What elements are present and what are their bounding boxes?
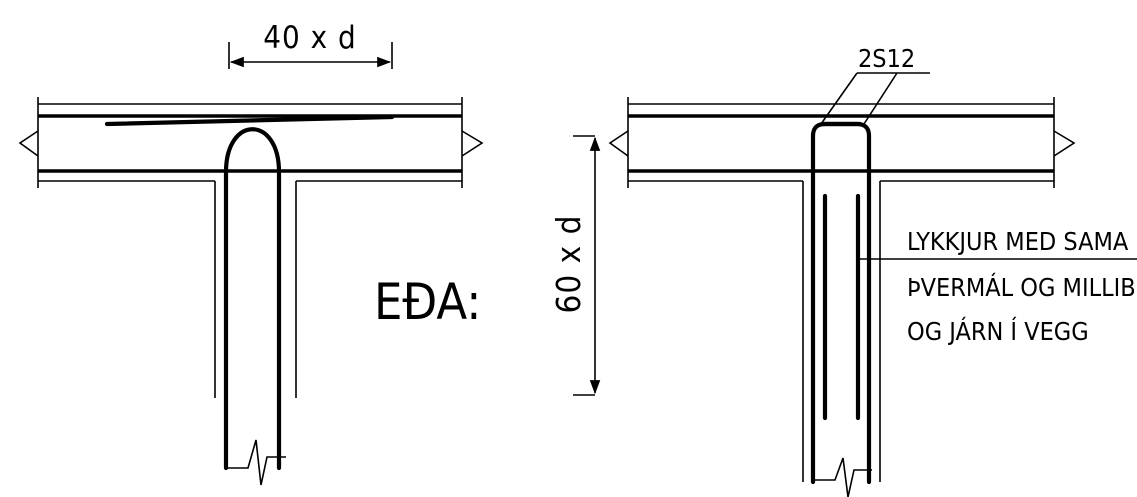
left-detail: 40 x d: [18, 20, 484, 486]
right-detail: 2S12 60 x d LYKKJUR MED SAMA ÞVERMÁL OG …: [549, 44, 1137, 497]
left-dimension-label: 40 x d: [263, 20, 356, 56]
callout-leader-1: [820, 72, 858, 125]
left-lap-bar: [104, 114, 395, 127]
left-break-symbol-left: [18, 130, 39, 157]
right-dimension-label: 60 x d: [549, 214, 588, 313]
left-break-symbol-right: [461, 130, 484, 157]
left-wall-break-symbol: [228, 439, 286, 486]
right-break-symbol-left: [608, 130, 629, 157]
right-wall-break-symbol: [815, 457, 872, 497]
note-line-3: OG JÁRN Í VEGG: [907, 317, 1089, 346]
right-break-symbol-right: [1053, 130, 1076, 157]
callout-leader-2: [863, 72, 898, 125]
left-u-loop-bar: [223, 127, 282, 471]
note-line-2: ÞVERMÁL OG MILLIB: [907, 273, 1136, 302]
right-u-loop-bar: [810, 121, 872, 485]
note-line-1: LYKKJUR MED SAMA: [907, 227, 1129, 256]
or-label: EÐA:: [374, 273, 481, 331]
bar-callout-label: 2S12: [858, 44, 915, 73]
